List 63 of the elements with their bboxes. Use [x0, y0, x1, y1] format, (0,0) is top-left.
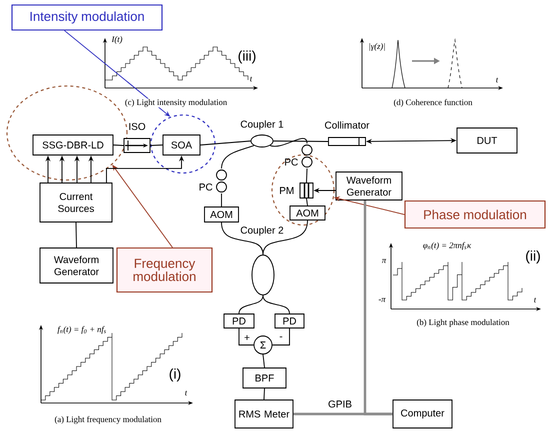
- tick-label: π: [382, 259, 386, 263]
- dashed-circle: [150, 114, 216, 174]
- edge-label: GPIB: [327, 399, 353, 409]
- component-box: PD: [224, 314, 254, 328]
- component-box: RMS Meter: [234, 400, 294, 428]
- component-label: Collimator: [325, 121, 370, 129]
- fiber-line: [306, 168, 308, 183]
- component-box: SOA: [162, 134, 200, 156]
- fiber-line: [150, 144, 163, 146]
- wire-line: [272, 328, 290, 346]
- fiber-line: [306, 198, 308, 206]
- wire-line: [262, 354, 265, 368]
- component-box: Waveform Generator: [336, 172, 402, 200]
- plot-caption: (c) Light intensity modulation: [124, 98, 228, 108]
- panel-number: (i): [170, 368, 180, 382]
- component-label: PC: [200, 183, 212, 191]
- plot-caption: (a) Light frequency modulation: [54, 416, 162, 424]
- tick-label: -π: [378, 298, 386, 302]
- fiber-line: [221, 193, 222, 207]
- axis-label: t: [496, 78, 498, 82]
- component-box: Waveform Generator: [40, 248, 114, 284]
- fiber-line: [113, 144, 124, 146]
- axis-label: |γ(z)|: [370, 43, 385, 51]
- cable-line: [364, 200, 393, 416]
- fiber-line: [262, 220, 308, 255]
- axis-label: t: [534, 298, 536, 302]
- component-box: BPF: [242, 368, 286, 388]
- component-box: AOM: [204, 206, 239, 222]
- component-label: ISO: [129, 122, 146, 130]
- component-label: Coupler 2: [240, 226, 284, 236]
- component-box: AOM: [290, 206, 326, 220]
- fiber-line: [262, 295, 290, 314]
- fiber-line: [273, 140, 328, 142]
- plot-caption: (b) Light phase modulation: [417, 319, 510, 327]
- fiber-line: [200, 140, 251, 146]
- axis-label: t: [185, 390, 188, 396]
- callout-box: Intensity modulation: [11, 4, 163, 31]
- plot-caption: (d) Coherence function: [394, 99, 472, 107]
- fiber-line: [238, 295, 264, 314]
- callout-box: Frequency modulation: [116, 247, 213, 293]
- callout-box: Phase modulation: [404, 200, 546, 229]
- component-label: PC: [285, 158, 298, 166]
- wire-line: [76, 222, 77, 248]
- component-box: SSG-DBR-LD: [32, 134, 114, 156]
- fiber-line: [270, 138, 308, 147]
- edge-label: +: [243, 334, 251, 342]
- panel-number: (iii): [238, 50, 256, 64]
- component-box: Computer: [392, 400, 452, 428]
- component-label: Coupler 1: [240, 120, 284, 130]
- fiber-line: [221, 145, 254, 169]
- formula-label: f$_{n}$(t) = f$_{0}$ + nf$_{s}$: [58, 326, 106, 334]
- component-box: PD: [274, 314, 304, 328]
- wire-line: [238, 328, 254, 346]
- formula-label: φ$_{n}$(t) = 2πnf$_{s}$κ: [423, 242, 472, 250]
- component-box: Current Sources: [40, 182, 112, 222]
- wire-line: [264, 388, 265, 400]
- panel-number: (ii): [526, 250, 540, 264]
- edge-label: -: [278, 335, 284, 341]
- fiber-line: [221, 222, 264, 255]
- component-box: DUT: [456, 128, 518, 154]
- dashed-circle: [271, 154, 335, 226]
- axis-label: t: [250, 76, 252, 82]
- component-label: PM: [280, 187, 294, 194]
